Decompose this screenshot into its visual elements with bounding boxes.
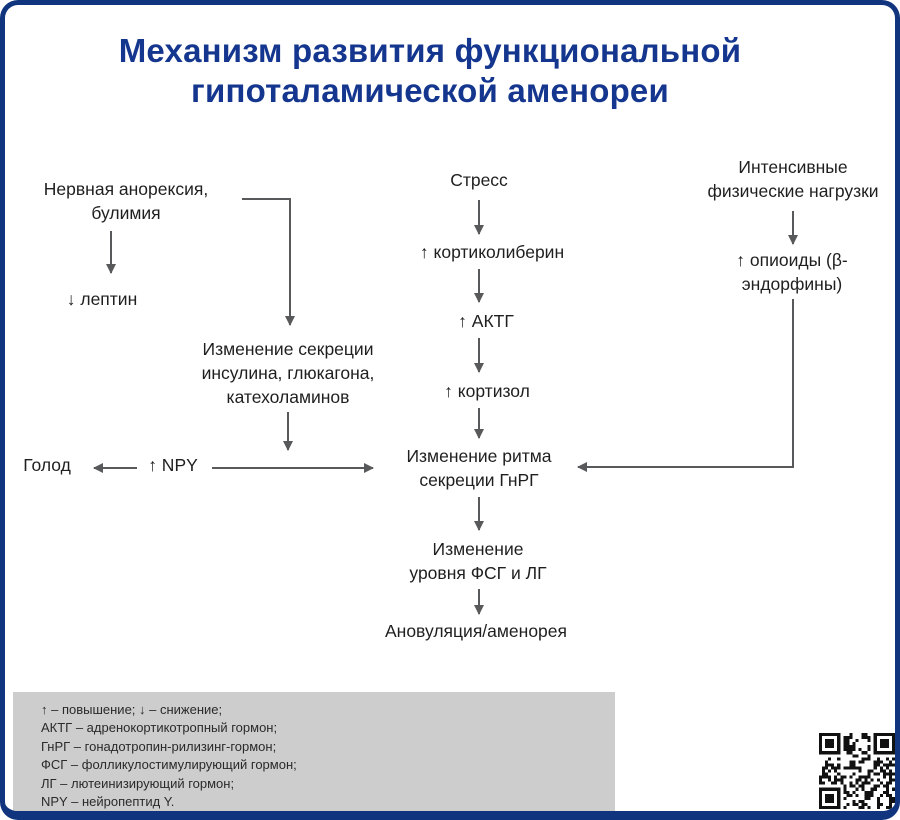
node-gnrh-line1: Изменение ритма — [406, 446, 552, 466]
page-title-line1: Механизм развития функциональной — [118, 32, 742, 69]
legend-line-gnrh: ГнРГ – гонадотропин-рилизинг-гормон; — [41, 738, 277, 754]
page-title: Механизм развития функциональной гипотал… — [25, 31, 835, 111]
legend-line-npy: NPY – нейропептид Y. — [41, 794, 175, 810]
arrow-opioids-to-gnrh — [577, 299, 794, 472]
legend-line-acth: АКТГ – адренокортикотропный гормон; — [41, 720, 278, 736]
node-exercise-line1: Интенсивные — [738, 157, 848, 177]
arrow-anorexia-to-insulin — [242, 198, 295, 326]
node-stress: Стресс — [450, 168, 508, 192]
node-hunger: Голод — [23, 453, 71, 477]
node-npy-increase: ↑ NPY — [148, 453, 198, 477]
node-cortisol-text: ↑ кортизол — [444, 381, 530, 401]
node-insulin-line2: инсулина, глюкагона, — [201, 363, 375, 383]
node-npy-text: ↑ NPY — [148, 455, 198, 475]
node-gnrh-rhythm: Изменение ритма секреции ГнРГ — [406, 444, 551, 492]
node-opioids-line2: эндорфины) — [741, 274, 843, 294]
node-stress-text: Стресс — [450, 170, 508, 190]
node-anovulation-amenorrhea: Ановуляция/аменорея — [385, 619, 567, 643]
node-acth-text: ↑ АКТГ — [458, 311, 514, 331]
node-anorexia-bulimia: Нервная анорексия, булимия — [44, 177, 208, 225]
node-hunger-text: Голод — [23, 455, 71, 475]
node-fshlh-line2: уровня ФСГ и ЛГ — [409, 563, 547, 583]
legend-line-arrows: ↑ – повышение; ↓ – снижение; — [41, 702, 223, 717]
qr-code-icon — [819, 733, 895, 809]
node-insulin-line1: Изменение секреции — [202, 339, 374, 359]
legend-box: ↑ – повышение; ↓ – снижение; АКТГ – адре… — [13, 692, 615, 811]
node-anorexia-line2: булимия — [91, 203, 161, 223]
page-title-line2: гипоталамической аменореи — [191, 72, 669, 109]
node-anovulation-text: Ановуляция/аменорея — [384, 621, 568, 641]
node-opioids-line1: ↑ опиоиды (β- — [736, 250, 848, 270]
legend-line-fsh: ФСГ – фолликулостимулирующий гормон; — [41, 757, 297, 773]
legend-line-lh: ЛГ – лютеинизирующий гормон; — [41, 775, 235, 791]
node-corticoliberin-text: ↑ кортиколиберин — [419, 242, 565, 262]
node-leptin-text: ↓ лептин — [66, 289, 138, 309]
node-fsh-lh-level: Изменение уровня ФСГ и ЛГ — [409, 537, 546, 585]
node-anorexia-line1: Нервная анорексия, — [43, 179, 209, 199]
node-fshlh-line1: Изменение — [432, 539, 524, 559]
node-leptin-decrease: ↓ лептин — [67, 287, 138, 311]
node-exercise-line2: физические нагрузки — [707, 181, 879, 201]
node-intense-exercise: Интенсивные физические нагрузки — [707, 155, 878, 203]
node-cortisol: ↑ кортизол — [444, 379, 530, 403]
node-insulin-secretion: Изменение секреции инсулина, глюкагона, … — [202, 337, 375, 409]
node-corticoliberin: ↑ кортиколиберин — [420, 240, 564, 264]
node-insulin-line3: катехоламинов — [226, 387, 350, 407]
node-opioids-endorphins: ↑ опиоиды (β- эндорфины) — [736, 248, 847, 296]
node-acth: ↑ АКТГ — [458, 309, 514, 333]
node-gnrh-line2: секреции ГнРГ — [419, 470, 539, 490]
